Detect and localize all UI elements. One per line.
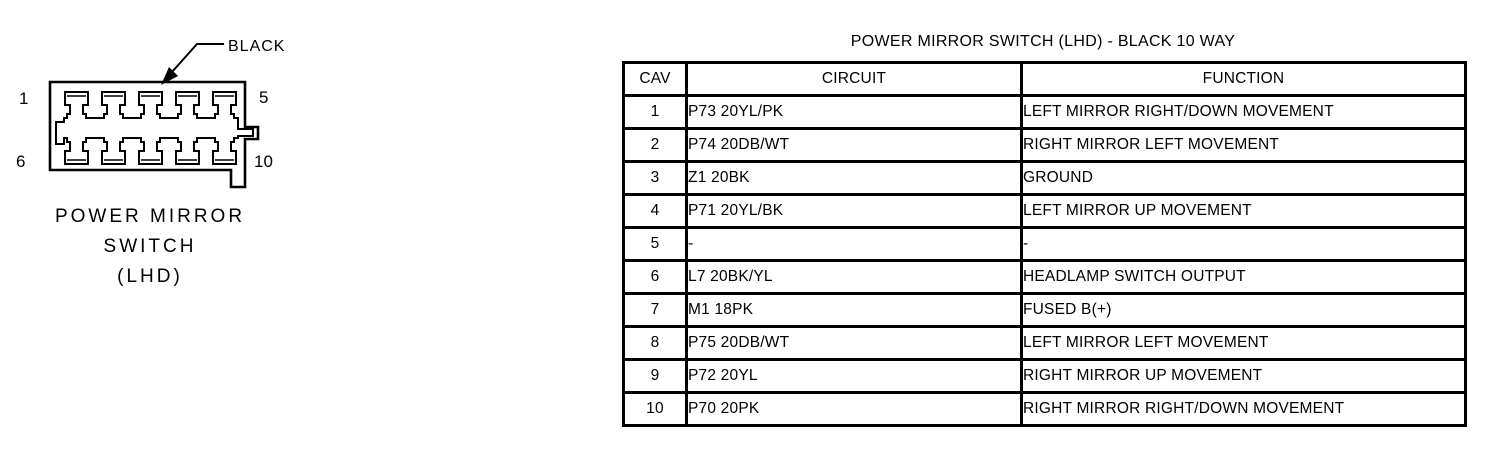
table-row: 8 P75 20DB/WT LEFT MIRROR LEFT MOVEMENT [622, 325, 1467, 361]
table-row: 4 P71 20YL/BK LEFT MIRROR UP MOVEMENT [622, 193, 1467, 229]
function-cell: RIGHT MIRROR LEFT MOVEMENT [1020, 127, 1467, 163]
circuit-cell: P75 20DB/WT [685, 325, 1023, 361]
caption-line-2: SWITCH [103, 236, 197, 257]
connector-cavity-outline [55, 91, 254, 165]
connector-caption: POWER MIRROR SWITCH (LHD) [0, 202, 300, 292]
circuit-cell: P73 20YL/PK [685, 94, 1023, 130]
pinout-table: CAV CIRCUIT FUNCTION 1 P73 20YL/PK LEFT … [622, 61, 1467, 427]
table-row: 2 P74 20DB/WT RIGHT MIRROR LEFT MOVEMENT [622, 127, 1467, 163]
column-header-cav: CAV [622, 61, 688, 97]
connector-housing-outline [48, 80, 260, 189]
function-cell: RIGHT MIRROR UP MOVEMENT [1020, 358, 1467, 394]
table-title: POWER MIRROR SWITCH (LHD) - BLACK 10 WAY [850, 33, 1236, 50]
function-cell: LEFT MIRROR UP MOVEMENT [1020, 193, 1467, 229]
circuit-cell: P72 20YL [685, 358, 1023, 394]
cav-cell: 2 [622, 127, 688, 163]
pin-label-5: 5 [259, 88, 268, 107]
table-row: 3 Z1 20BK GROUND [622, 160, 1467, 196]
pin-label-10: 10 [254, 152, 273, 171]
function-cell: - [1020, 226, 1467, 262]
table-row: 6 L7 20BK/YL HEADLAMP SWITCH OUTPUT [622, 259, 1467, 295]
cav-cell: 6 [622, 259, 688, 295]
table-row: 5 - - [622, 226, 1467, 262]
cav-cell: 5 [622, 226, 688, 262]
pin-label-6: 6 [16, 152, 25, 171]
terminal-detail-lines [67, 95, 234, 161]
circuit-cell: L7 20BK/YL [685, 259, 1023, 295]
circuit-cell: P70 20PK [685, 391, 1023, 427]
cav-cell: 1 [622, 94, 688, 130]
cav-cell: 8 [622, 325, 688, 361]
table-row: 9 P72 20YL RIGHT MIRROR UP MOVEMENT [622, 358, 1467, 394]
table-header-row: CAV CIRCUIT FUNCTION [622, 61, 1467, 97]
caption-line-1: POWER MIRROR [54, 206, 246, 227]
table-row: 1 P73 20YL/PK LEFT MIRROR RIGHT/DOWN MOV… [622, 94, 1467, 130]
table-row: 7 M1 18PK FUSED B(+) [622, 292, 1467, 328]
connector-diagram: BLACK 1 5 6 10 POWER MIRROR SWITCH (LHD) [0, 0, 310, 320]
column-header-function: FUNCTION [1020, 61, 1467, 97]
cav-cell: 4 [622, 193, 688, 229]
function-cell: RIGHT MIRROR RIGHT/DOWN MOVEMENT [1020, 391, 1467, 427]
caption-line-3: (LHD) [117, 266, 183, 287]
leader-line [171, 43, 224, 73]
pinout-table-block: POWER MIRROR SWITCH (LHD) - BLACK 10 WAY… [622, 32, 1467, 427]
function-cell: FUSED B(+) [1020, 292, 1467, 328]
cav-cell: 9 [622, 358, 688, 394]
function-cell: HEADLAMP SWITCH OUTPUT [1020, 259, 1467, 295]
cav-cell: 3 [622, 160, 688, 196]
circuit-cell: P71 20YL/BK [685, 193, 1023, 229]
circuit-cell: Z1 20BK [685, 160, 1023, 196]
column-header-circuit: CIRCUIT [685, 61, 1023, 97]
circuit-cell: M1 18PK [685, 292, 1023, 328]
cav-cell: 7 [622, 292, 688, 328]
circuit-cell: P74 20DB/WT [685, 127, 1023, 163]
function-cell: GROUND [1020, 160, 1467, 196]
circuit-cell: - [685, 226, 1023, 262]
table-row: 10 P70 20PK RIGHT MIRROR RIGHT/DOWN MOVE… [622, 391, 1467, 427]
connector-drawing: BLACK 1 5 6 10 [16, 38, 285, 189]
arrowhead-icon [161, 67, 178, 85]
pin-label-1: 1 [19, 89, 28, 108]
function-cell: LEFT MIRROR LEFT MOVEMENT [1020, 325, 1467, 361]
cav-cell: 10 [622, 391, 688, 427]
connector-color-label: BLACK [228, 38, 285, 55]
function-cell: LEFT MIRROR RIGHT/DOWN MOVEMENT [1020, 94, 1467, 130]
